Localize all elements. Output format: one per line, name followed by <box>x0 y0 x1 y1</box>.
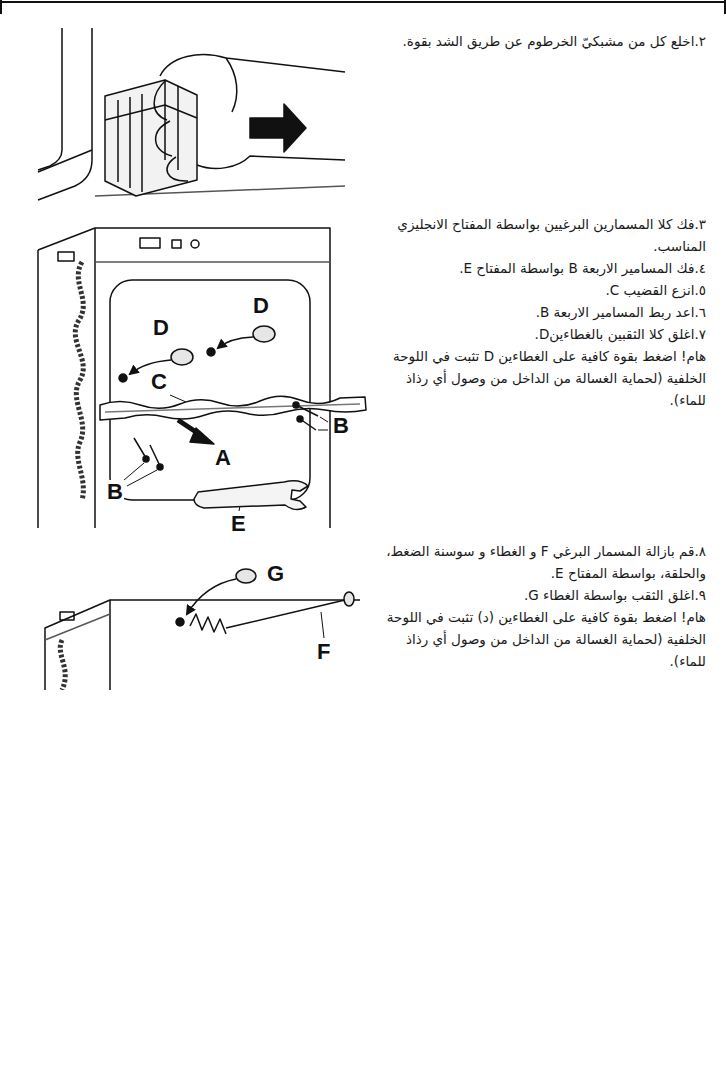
drawing-part <box>58 252 74 261</box>
drawing-part <box>156 121 172 156</box>
drawing-part <box>226 58 237 112</box>
drawing-part <box>157 464 163 470</box>
drawing-part <box>226 600 345 628</box>
drawing-part <box>194 481 308 510</box>
callout-letter: D <box>252 294 270 318</box>
callout-letter: A <box>214 446 232 470</box>
drawing-part <box>38 228 330 528</box>
drawing-part <box>100 396 366 420</box>
drawing-part <box>105 105 197 120</box>
drawing-part <box>38 150 92 172</box>
drawing-part <box>94 228 96 528</box>
drawing-part <box>321 612 324 638</box>
drawing-part <box>0 0 2 14</box>
drawing-part <box>253 326 275 342</box>
drawing-part <box>118 94 142 192</box>
instruction-block: ٣.فك كلا المسمارين البرغيين بواسطة المفت… <box>372 213 706 411</box>
callout-letter: D <box>152 316 170 340</box>
drawing-part <box>37 250 39 528</box>
instruction-text: ٩.اغلق الثقب بواسطة الغطاء G. <box>372 584 706 606</box>
callout-letter: C <box>150 370 168 394</box>
drawing-part <box>187 579 236 614</box>
instruction-text: هام! اضغط بقوة كافية على الغطاءين D تثبت… <box>372 345 706 411</box>
drawing-part <box>724 0 726 14</box>
drawing-part <box>296 405 318 430</box>
machine-rear-figure <box>38 228 366 528</box>
drawing-part <box>0 1 726 3</box>
drawing-part <box>236 569 256 583</box>
instruction-text: ٤.فك المسامير الاربعة B بواسطة المفتاح E… <box>372 257 706 279</box>
drawing-part <box>38 28 62 170</box>
drawing-part <box>170 395 186 402</box>
drawing-part <box>38 28 92 200</box>
drawing-part <box>172 240 181 248</box>
drawing-part <box>60 640 65 690</box>
page-border <box>0 0 726 14</box>
drawing-part <box>75 262 83 500</box>
machine-top-figure <box>45 569 360 690</box>
callout-letter: B <box>106 480 124 504</box>
drawing-part <box>171 349 193 365</box>
drawing-part <box>60 612 74 620</box>
drawing-part <box>191 240 199 248</box>
drawing-part <box>318 417 328 430</box>
drawing-part <box>239 506 240 511</box>
callout-letter: G <box>266 562 285 586</box>
drawing-part <box>197 156 345 168</box>
drawing-part <box>218 337 253 348</box>
instruction-text: ٢.اخلع كل من مشبكيّ الخرطوم عن طريق الشد… <box>372 30 706 52</box>
drawing-part <box>154 80 167 120</box>
drawing-part <box>190 428 214 444</box>
callout-letter: E <box>230 512 247 536</box>
drawing-part <box>119 374 127 382</box>
drawing-part <box>95 261 330 263</box>
instruction-block: ٨.قم بازالة المسمار البرغي F و الغطاء و … <box>372 540 706 672</box>
drawing-part <box>344 592 354 606</box>
drawing-part <box>124 463 157 486</box>
drawing-part <box>297 416 303 422</box>
hose-clip-figure <box>38 28 345 200</box>
drawing-part <box>110 280 310 500</box>
drawing-part <box>167 157 188 181</box>
drawing-part <box>140 238 160 248</box>
instruction-text: ٥.انزع القضيب C. <box>372 279 706 301</box>
instruction-text: ٣.فك كلا المسمارين البرغيين بواسطة المفت… <box>372 213 706 257</box>
drawing-part <box>207 348 215 356</box>
drawing-part <box>45 614 110 640</box>
instruction-text: ٧.اغلق كلا الثقبين بالغطاءينD. <box>372 323 706 345</box>
callout-letter: B <box>332 414 350 438</box>
drawing-part <box>293 402 299 408</box>
instruction-text: ٨.قم بازالة المسمار البرغي F و الغطاء و … <box>372 540 706 584</box>
callout-letter: F <box>316 640 331 664</box>
drawing-part <box>190 614 226 634</box>
instruction-text: ٦.اعد ربط المسامير الاربعة B. <box>372 301 706 323</box>
drawing-part <box>105 80 197 196</box>
drawing-part <box>250 104 306 152</box>
drawing-part <box>45 600 360 690</box>
instruction-text: هام! اضغط بقوة كافية على الغطاءين (د) تث… <box>372 606 706 672</box>
drawing-part <box>160 55 345 76</box>
drawing-part <box>134 438 160 466</box>
drawing-part <box>105 404 360 412</box>
drawing-part <box>143 456 149 462</box>
drawing-part <box>176 618 184 626</box>
instruction-block: ٢.اخلع كل من مشبكيّ الخرطوم عن طريق الشد… <box>372 30 706 52</box>
